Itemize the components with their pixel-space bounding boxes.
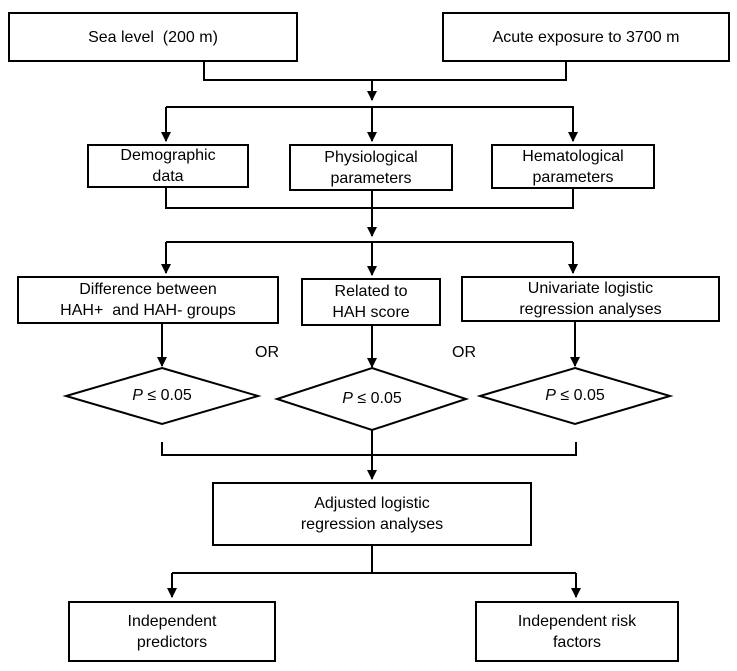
physiological-line-2: parameters: [330, 169, 412, 187]
condition-left-symbol: P: [132, 387, 143, 404]
risk-factors-line-1: Independent risk: [517, 612, 637, 630]
acute-exposure-label: Acute exposure to 3700 m: [492, 28, 680, 46]
related-line-1: Related to: [334, 283, 408, 300]
acute-exposure-box: Acute exposure to 3700 m: [442, 12, 730, 62]
or-label-right: OR: [452, 344, 476, 361]
difference-between-groups-box: Difference between HAH+ and HAH- groups: [17, 276, 279, 324]
condition-middle: P ≤ 0.05: [342, 390, 401, 408]
hematological-line-2: parameters: [532, 168, 614, 186]
physiological-line-1: Physiological: [324, 148, 418, 166]
diamond-right: [476, 366, 674, 426]
sea-level-label: Sea level (200 m): [88, 28, 218, 46]
condition-left: P ≤ 0.05: [132, 387, 191, 405]
diamond-left: [62, 366, 262, 426]
connector-merge-top: [203, 60, 567, 81]
risk-factors-line-2: factors: [552, 633, 601, 651]
or-label-left: OR: [255, 344, 279, 361]
univariate-line-2: regression analyses: [519, 301, 662, 318]
sea-level-box: Sea level (200 m): [8, 12, 298, 62]
condition-left-text: ≤ 0.05: [142, 387, 192, 404]
connector-split-params: [165, 106, 574, 138]
adjusted-logistic-regression-box: Adjusted logistic regression analyses: [212, 482, 532, 546]
predictors-line-2: predictors: [136, 633, 208, 651]
physiological-parameters-box: Physiological parameters: [289, 144, 453, 191]
condition-middle-symbol: P: [342, 390, 353, 407]
adjusted-line-1: Adjusted logistic: [314, 495, 430, 512]
demographic-line-2: data: [152, 168, 184, 185]
difference-line-2: HAH+ and HAH- groups: [60, 302, 236, 319]
difference-line-1: Difference between: [79, 281, 217, 298]
connector-merge-diamonds: [161, 430, 577, 456]
demographic-line-1: Demographic: [120, 147, 216, 164]
condition-right-text: ≤ 0.05: [555, 387, 605, 404]
univariate-line-1: Univariate logistic: [527, 280, 654, 297]
condition-right-symbol: P: [545, 387, 556, 404]
independent-predictors-box: Independent predictors: [68, 601, 276, 662]
related-line-2: HAH score: [332, 304, 410, 321]
univariate-logistic-regression-box: Univariate logistic regression analyses: [461, 276, 720, 322]
demographic-data-box: Demographic data: [87, 144, 249, 188]
adjusted-line-2: regression analyses: [300, 516, 444, 533]
hematological-line-1: Hematological: [522, 147, 624, 165]
related-to-hah-score-box: Related to HAH score: [301, 278, 441, 326]
hematological-parameters-box: Hematological parameters: [491, 144, 655, 189]
connector-merge-params: [165, 187, 574, 209]
predictors-line-1: Independent: [127, 612, 217, 630]
condition-right: P ≤ 0.05: [545, 387, 604, 405]
condition-middle-text: ≤ 0.05: [352, 390, 402, 407]
independent-risk-factors-box: Independent risk factors: [475, 601, 679, 662]
